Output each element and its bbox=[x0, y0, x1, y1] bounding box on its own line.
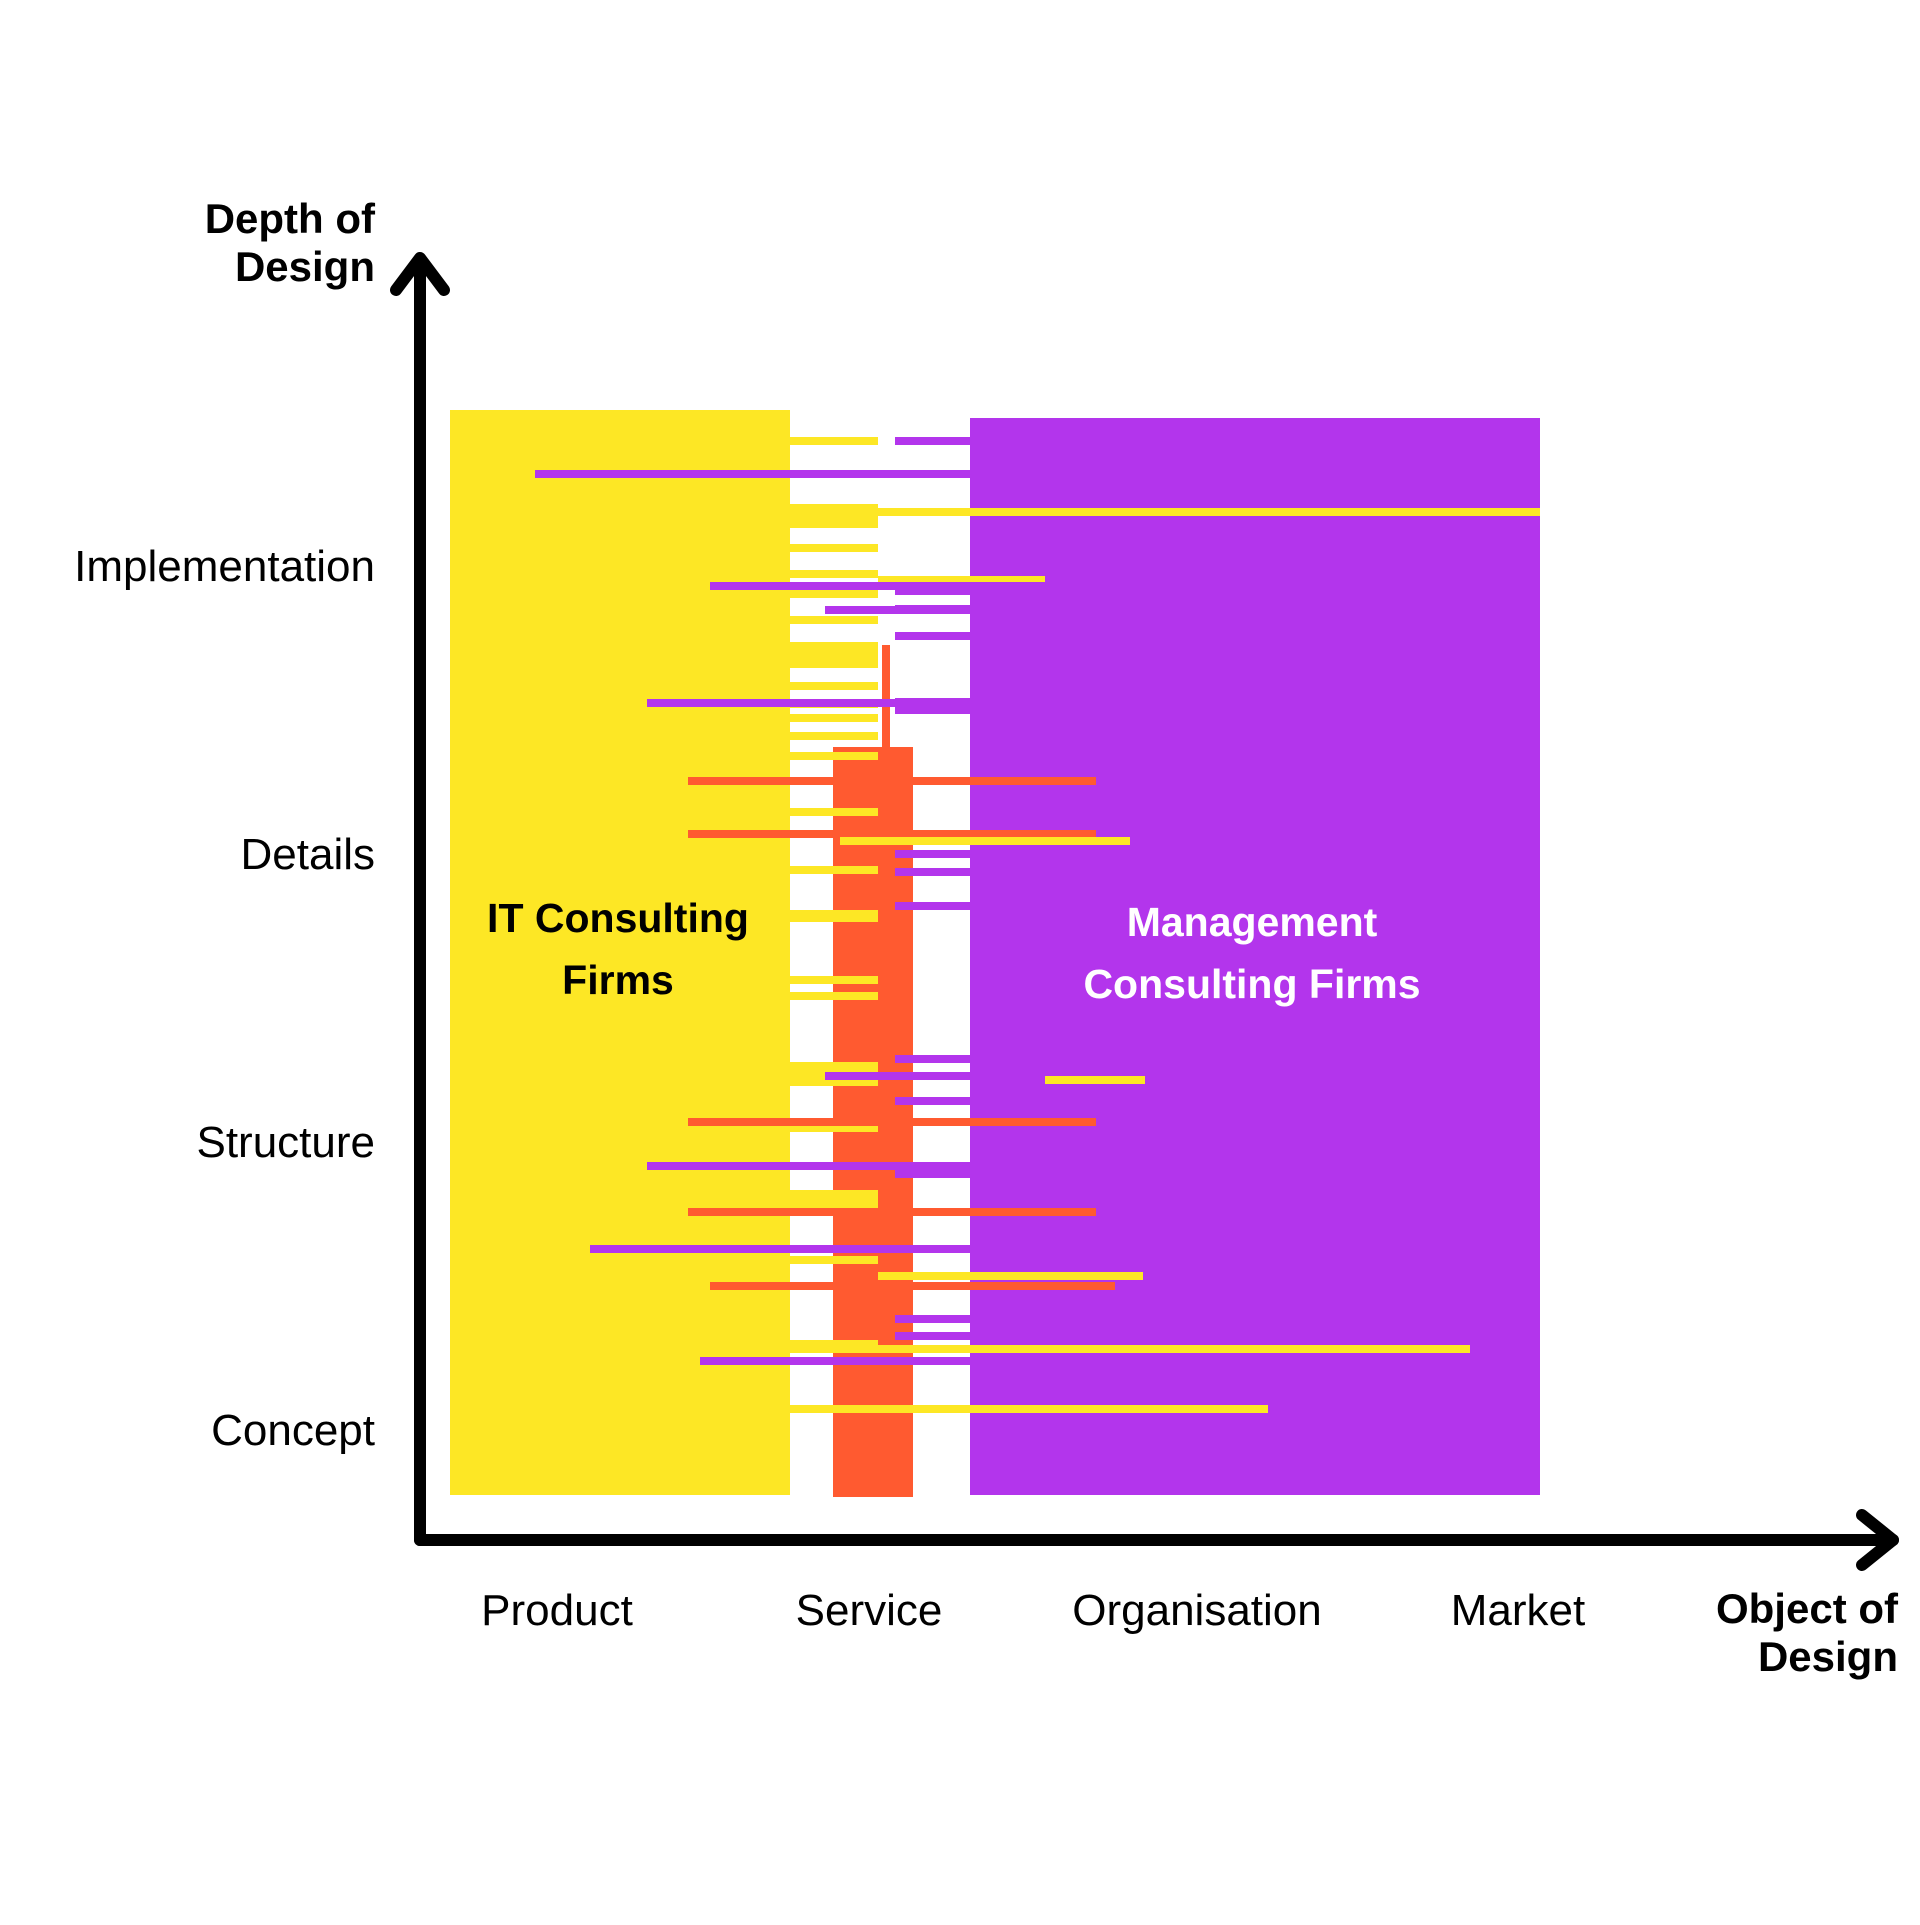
yellow-fragment bbox=[790, 590, 878, 598]
yellow-fragment bbox=[790, 616, 878, 624]
y-axis-title: Depth of Design bbox=[205, 195, 375, 292]
stripe bbox=[647, 1162, 970, 1170]
management-consulting-region bbox=[970, 418, 1540, 1495]
stripe bbox=[840, 837, 1130, 845]
it-consulting-region bbox=[450, 410, 790, 1495]
stripe bbox=[688, 777, 1096, 785]
stripe bbox=[535, 470, 970, 478]
stripe bbox=[647, 699, 895, 707]
y-level-structure: Structure bbox=[196, 1118, 375, 1167]
stripe bbox=[700, 1357, 970, 1365]
purple-fragment bbox=[895, 1315, 970, 1323]
yellow-fragment bbox=[790, 1190, 878, 1212]
stripe bbox=[825, 606, 970, 614]
stripe bbox=[688, 830, 1096, 838]
stripe bbox=[688, 1118, 1096, 1126]
y-axis-title-line1: Depth of bbox=[204, 195, 375, 242]
purple-fragment bbox=[895, 632, 970, 640]
yellow-fragment bbox=[790, 732, 878, 740]
x-axis-title-line2: Design bbox=[1757, 1633, 1898, 1681]
purple-fragment bbox=[895, 437, 970, 445]
yellow-fragment bbox=[790, 544, 878, 552]
y-level-implementation: Implementation bbox=[74, 542, 375, 591]
yellow-fragment bbox=[790, 682, 878, 690]
stripe bbox=[878, 1272, 1143, 1280]
yellow-fragment bbox=[790, 714, 878, 722]
purple-fragment bbox=[895, 1332, 970, 1340]
y-axis-title-line2: Design bbox=[234, 243, 375, 291]
yellow-fragment bbox=[790, 642, 878, 668]
x-axis-arrowhead bbox=[1856, 1509, 1899, 1571]
management-consulting-label-line1: Management bbox=[1126, 899, 1378, 945]
stripe bbox=[688, 1208, 1096, 1216]
yellow-fragment bbox=[790, 437, 878, 445]
y-axis-arrowhead bbox=[390, 252, 450, 296]
stripe bbox=[878, 576, 1045, 582]
x-category-market: Market bbox=[1450, 1586, 1586, 1635]
stripe bbox=[1045, 1076, 1145, 1084]
yellow-fragment bbox=[790, 570, 878, 578]
y-level-details: Details bbox=[240, 830, 376, 879]
yellow-fragment bbox=[790, 752, 878, 760]
regions-layer bbox=[450, 410, 1540, 1497]
purple-fragment bbox=[895, 1055, 970, 1063]
x-category-product: Product bbox=[481, 1586, 633, 1635]
x-axis-title-line1: Object of bbox=[1715, 1585, 1898, 1632]
axes-layer bbox=[390, 252, 1899, 1571]
it-consulting-label-line2: Firms bbox=[562, 956, 674, 1003]
management-consulting-label-line2: Consulting Firms bbox=[1083, 960, 1421, 1007]
stripe bbox=[790, 1405, 1268, 1413]
management-consulting-label: Management Consulting Firms bbox=[1083, 892, 1420, 1015]
y-level-concept: Concept bbox=[211, 1406, 375, 1455]
purple-fragment bbox=[895, 868, 970, 876]
x-category-service: Service bbox=[795, 1586, 943, 1635]
yellow-fragment bbox=[790, 504, 878, 528]
purple-fragment bbox=[895, 902, 970, 910]
it-consulting-label: IT Consulting Firms bbox=[487, 888, 749, 1011]
purple-fragment bbox=[895, 587, 970, 595]
stripe bbox=[878, 508, 1540, 516]
purple-fragment bbox=[895, 850, 970, 858]
stripes-layer bbox=[535, 437, 1540, 1413]
x-axis-title: Object of Design bbox=[1716, 1585, 1898, 1682]
yellow-fragment bbox=[790, 910, 878, 922]
purple-fragment bbox=[895, 698, 970, 714]
it-consulting-label-line1: IT Consulting bbox=[487, 895, 749, 941]
stripe bbox=[710, 582, 1045, 590]
yellow-fragment bbox=[790, 866, 878, 874]
stripe bbox=[790, 1345, 1470, 1353]
yellow-fragment bbox=[790, 1340, 878, 1348]
purple-fragment bbox=[895, 1097, 970, 1105]
x-category-organisation: Organisation bbox=[1072, 1586, 1322, 1635]
purple-fragment bbox=[895, 1170, 970, 1178]
yellow-fragment bbox=[790, 992, 878, 1000]
yellow-fragment bbox=[790, 976, 878, 984]
stripe bbox=[710, 1282, 1115, 1290]
stripe bbox=[825, 1072, 970, 1080]
yellow-fragment bbox=[790, 1256, 878, 1264]
yellow-fragment bbox=[790, 808, 878, 816]
stripe bbox=[590, 1245, 970, 1253]
